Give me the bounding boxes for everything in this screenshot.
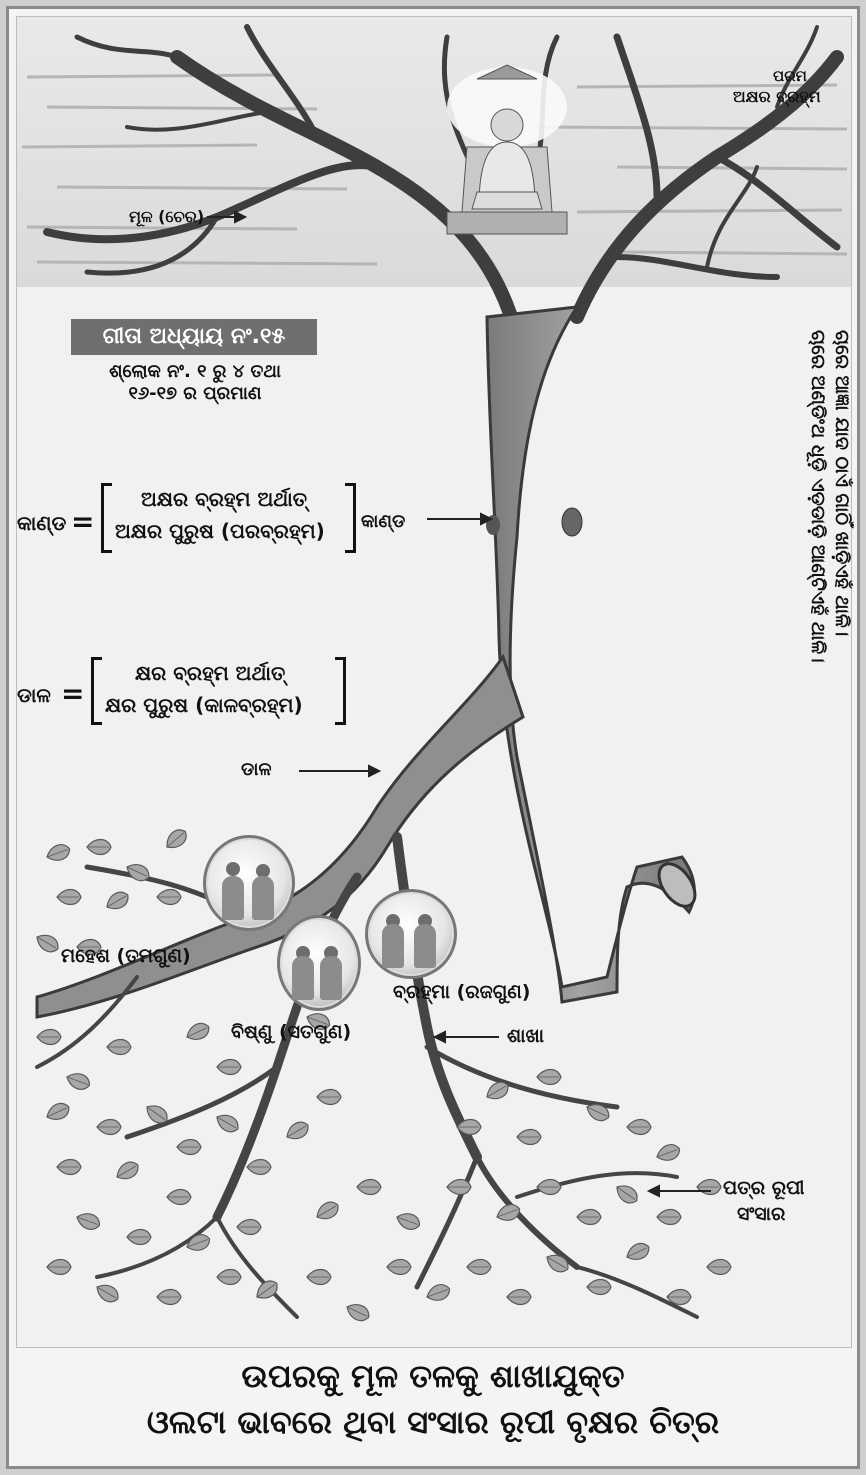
gita-verse-line-1: ଶ୍ଲୋକ ନଂ. ୧ ରୁ ୪ ତଥା — [73, 361, 317, 383]
gita-chapter-title: ଗୀତା ଅଧ୍ୟାୟ ନଂ.୧୫ — [71, 319, 317, 355]
dala-definition-line-1: କ୍ଷର ବ୍ରହ୍ମ ଅର୍ଥାତ୍ — [135, 661, 285, 685]
dala-bracket-left — [91, 657, 102, 725]
shakha-label: ଶାଖା — [507, 1025, 544, 1047]
shakha-branches — [37, 837, 697, 1317]
kanda-bracket-right — [345, 483, 356, 553]
vishnu-medallion — [277, 915, 361, 1011]
dala-left-label: ଡାଳ — [17, 683, 51, 707]
main-trunk — [487, 307, 694, 1002]
kanda-equals: = — [71, 505, 94, 538]
brahma-medallion — [365, 889, 457, 979]
dala-equals: = — [61, 677, 84, 710]
vertical-verse-line-1-text: ଚାରେ ଆଜ୍ଞା ଯାଦ ଠାଏଁ ଗାଠିଁ ଖାଡ଼ିଏହଁ ଥାଳି। — [830, 330, 854, 850]
dala-bracket-right — [335, 657, 346, 725]
illustration-panel: ପରମ ଅକ୍ଷର ବ୍ରହ୍ମ ମୂଳ (ଚେର) ଗୀତା ଅଧ୍ୟାୟ ନ… — [16, 16, 852, 1348]
vishnu-label: ବିଷ୍ଣୁ (ସତଗୁଣ) — [231, 1021, 351, 1043]
kanda-right-label: କାଣ୍ଡ — [361, 511, 405, 532]
caption-line-1: ଉପରକୁ ମୂଳ ତଳକୁ ଶାଖାଯୁକ୍ତ — [6, 1353, 860, 1399]
kanda-left-label: କାଣ୍ଡ — [17, 511, 66, 535]
mula-label: ମୂଳ (ଚେର) — [129, 207, 204, 227]
vertical-verse-text: ଚାରେ ଆଜ୍ଞା ଯାଦ ଠାଏଁ ଗାଠିଁ ଖାଡ଼ିଏହଁ ଥାଳି।… — [824, 330, 854, 850]
dala-arrow-label: ଡାଳ — [241, 759, 271, 780]
brahma-label: ବ୍ରହ୍ମା (ରଜଗୁଣ) — [393, 981, 530, 1003]
patra-rupi-label-2: ସଂସାର — [737, 1203, 785, 1225]
kanda-definition-line-1: ଅକ୍ଷର ବ୍ରହ୍ମ ଅର୍ଥାତ୍ — [141, 487, 307, 511]
kanda-definition-line-2: ଅକ୍ଷର ପୁରୁଷ (ପରବ୍ରହ୍ମ) — [115, 519, 325, 543]
mahesh-label: ମହେଶ (ତମଗୁଣ) — [61, 945, 191, 967]
dala-definition-line-2: କ୍ଷର ପୁରୁଷ (କାଳବ୍ରହ୍ମ) — [105, 693, 303, 717]
caption-line-2: ଓଲଟା ଭାବରେ ଥିବା ସଂସାର ରୂପୀ ବୃକ୍ଷର ଚିତ୍ର — [6, 1399, 860, 1445]
patra-rupi-label-1: ପତ୍ର ରୂପୀ — [723, 1177, 805, 1199]
vertical-verse-line-2-text: ଚାରେ ଅଣ୍ଡିଂଥ ଧୂଡ଼ି ଏଡ଼ଡାଡ଼ି ଆଣ୍ଟିଏହଁ ଥାଳ… — [806, 330, 830, 850]
bottom-caption: ଉପରକୁ ମୂଳ ତଳକୁ ଶାଖାଯୁକ୍ତ ଓଲଟା ଭାବରେ ଥିବା… — [6, 1353, 860, 1445]
parama-akshara-label-1: ପରମ — [773, 67, 807, 85]
mahesh-medallion — [203, 835, 295, 931]
gita-verse-reference: ଶ୍ଲୋକ ନଂ. ୧ ରୁ ୪ ତଥା ୧୬-୧୭ ର ପ୍ରମାଣ — [73, 361, 317, 405]
gita-verse-line-2: ୧୬-୧୭ ର ପ୍ରମାଣ — [73, 383, 317, 405]
kanda-bracket-left — [101, 483, 112, 553]
parama-akshara-label-2: ଅକ୍ଷର ବ୍ରହ୍ମ — [733, 87, 821, 107]
